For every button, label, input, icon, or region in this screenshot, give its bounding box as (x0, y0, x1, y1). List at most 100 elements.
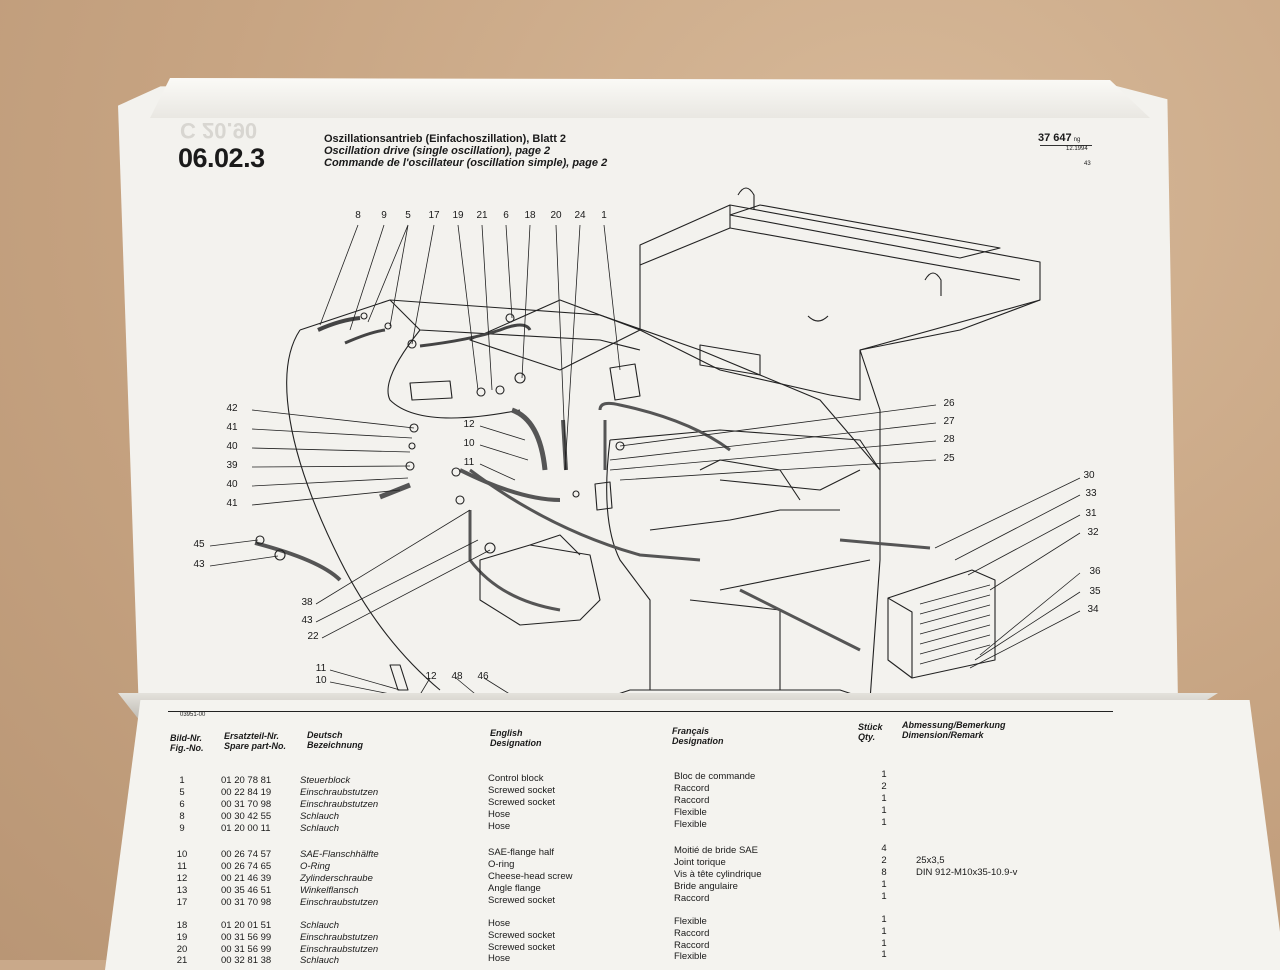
callout: 5 (405, 210, 411, 221)
callout: 41 (226, 498, 238, 509)
header-french: Français Designation (672, 726, 724, 746)
cell-de: O-Ring (300, 861, 331, 872)
cell-fr: Joint torique (674, 857, 726, 868)
cell-qty: 1 (881, 949, 887, 960)
callout: 10 (315, 675, 327, 686)
oil-cooler (887, 569, 996, 679)
cell-en: Hose (488, 918, 511, 929)
header-line: Designation (490, 738, 542, 748)
cell-fr: Raccord (674, 928, 710, 939)
callout: 27 (943, 416, 955, 427)
cell-fr: Vis à tête cylindrique (674, 869, 762, 880)
cell-fig: 9 (179, 823, 185, 834)
cell-de: Einschraubstutzen (300, 944, 379, 955)
cell-en: O-ring (488, 859, 515, 870)
cell-qty: 1 (881, 926, 887, 937)
cell-fig: 8 (179, 811, 185, 822)
callout: 45 (193, 539, 205, 550)
lifting-eye-left (737, 187, 755, 210)
cell-en: Control block (488, 773, 544, 784)
cell-part: 00 21 46 39 (221, 873, 272, 884)
callout: 28 (943, 434, 955, 445)
cell-part: 00 26 74 65 (221, 861, 272, 872)
callout: 33 (1085, 488, 1097, 499)
cell-de: Einschraubstutzen (300, 897, 379, 908)
header-line: Bezeichnung (307, 740, 364, 750)
header-line: Dimension/Remark (902, 730, 984, 740)
cell-fig: 12 (176, 873, 188, 884)
cell-en: Hose (488, 821, 511, 832)
cell-part: 00 31 56 99 (221, 944, 272, 955)
header-remark: Abmessung/Bemerkung Dimension/Remark (902, 720, 1006, 740)
cell-fig: 18 (176, 920, 188, 931)
cell-fr: Raccord (674, 940, 710, 951)
cell-fig: 6 (179, 799, 185, 810)
header-line: Français (672, 726, 710, 736)
header-qty: Stück Qty. (858, 722, 883, 742)
title-french: Commande de l'oscillateur (oscillation s… (324, 157, 608, 169)
cell-fig: 13 (176, 885, 188, 896)
callout: 17 (428, 210, 440, 221)
header-line: English (490, 728, 523, 738)
cell-part: 00 35 46 51 (221, 885, 272, 896)
cell-qty: 1 (881, 805, 887, 816)
cell-part: 00 32 81 38 (221, 955, 272, 966)
callout: 18 (524, 210, 536, 221)
callout: 46 (477, 671, 489, 682)
cell-fr: Raccord (674, 783, 710, 794)
cell-de: Schlauch (300, 823, 340, 834)
frame-outline (299, 299, 881, 701)
cell-fr: Flexible (674, 819, 707, 830)
cell-qty: 1 (881, 769, 887, 780)
cell-qty: 1 (881, 891, 887, 902)
cell-fr: Flexible (674, 807, 707, 818)
cell-en: Screwed socket (488, 895, 556, 906)
cell-en: Screwed socket (488, 942, 556, 953)
cell-fig: 5 (179, 787, 185, 798)
parts-list-page (105, 700, 1280, 970)
header-line: Designation (672, 736, 724, 746)
cell-part: 00 31 70 98 (221, 799, 272, 810)
header-english: English Designation (490, 728, 542, 748)
cell-part: 01 20 00 11 (221, 823, 271, 834)
callout: 22 (307, 631, 319, 642)
drawing-reference: 03951-00 (180, 712, 206, 718)
pump (479, 544, 601, 626)
cell-qty: 1 (881, 793, 887, 804)
cell-en: Screwed socket (488, 785, 556, 796)
cell-fig: 20 (176, 944, 188, 955)
cell-en: SAE-flange half (488, 847, 555, 858)
cell-en: Hose (488, 953, 511, 964)
callout: 39 (226, 460, 238, 471)
cell-part: 00 26 74 57 (221, 849, 272, 860)
header-part-no: Ersatzteil-Nr. Spare part-No. (224, 731, 286, 751)
cell-fig: 10 (176, 849, 188, 860)
cell-fr: Raccord (674, 795, 710, 806)
cell-part: 00 30 42 55 (221, 811, 272, 822)
catalog-date: 12.1994 (1066, 146, 1088, 152)
cell-fr: Bloc de commande (674, 771, 756, 782)
cell-fr: Raccord (674, 893, 710, 904)
callout: 24 (574, 210, 586, 221)
callout: 31 (1085, 508, 1097, 519)
callout: 6 (503, 210, 509, 221)
callout: 34 (1087, 604, 1099, 615)
table-top-rule (168, 711, 1113, 712)
cell-de: SAE-Flanschhälfte (300, 849, 379, 860)
callout: 48 (451, 671, 463, 682)
manifold-block (409, 380, 453, 401)
cell-qty: 1 (881, 879, 887, 890)
cell-part: 01 20 01 51 (221, 920, 272, 931)
cell-part: 00 22 84 19 (221, 787, 272, 798)
section-titles: Oszillationsantrieb (Einfachoszillation)… (324, 133, 607, 169)
callout: 40 (226, 441, 238, 452)
cell-en: Hose (488, 809, 511, 820)
cell-fr: Moitié de bride SAE (674, 845, 758, 856)
callout: 25 (943, 453, 955, 464)
cell-de: Schlauch (300, 955, 340, 966)
header-fig-no: Bild-Nr. Fig.-No. (170, 733, 204, 753)
callout: 12 (425, 671, 437, 682)
cell-part: 00 31 70 98 (221, 897, 272, 908)
